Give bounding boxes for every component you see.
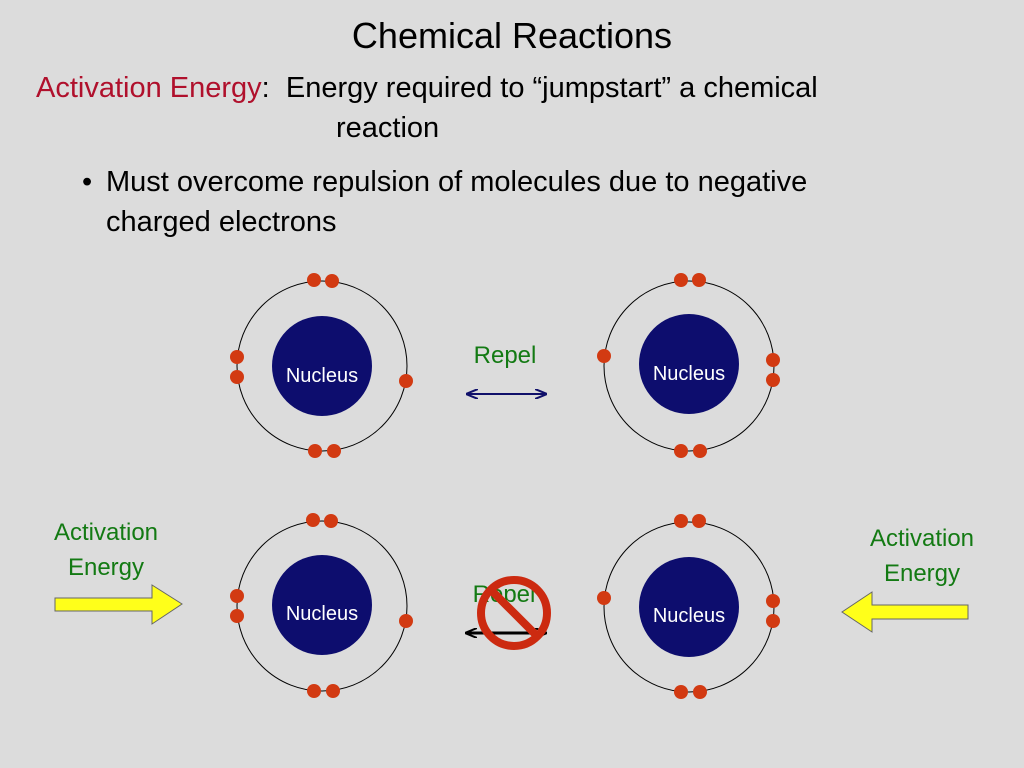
activation-energy-label-right-line-2: Energy (884, 560, 960, 587)
nucleus (639, 314, 739, 414)
electron (307, 273, 321, 287)
nucleus-label: Nucleus (286, 603, 358, 625)
term-separator: : (261, 72, 270, 104)
electron (230, 370, 244, 384)
electron-orbit (236, 520, 408, 692)
bullet-mark: • (82, 166, 93, 198)
electron (674, 444, 688, 458)
electron (597, 349, 611, 363)
electron (766, 373, 780, 387)
atom-bottom-left: Nucleus (230, 513, 413, 698)
atom-bottom-right: Nucleus (597, 514, 780, 699)
nucleus (272, 316, 372, 416)
repel-label: Repel (474, 342, 537, 369)
electron (693, 444, 707, 458)
bullet-item: • Must overcome repulsion of molecules du… (82, 162, 807, 202)
nucleus-label: Nucleus (653, 605, 725, 627)
electron (308, 444, 322, 458)
yellow-arrow-right-icon (54, 584, 183, 625)
electron (326, 684, 340, 698)
slide-title: Chemical Reactions (351, 15, 673, 56)
electron (327, 444, 341, 458)
prohibition-sign-icon (477, 576, 551, 650)
electron (399, 374, 413, 388)
electron (325, 274, 339, 288)
electron (674, 514, 688, 528)
definition-line-1: Activation Energy: Energy required to “j… (36, 68, 818, 108)
electron (674, 685, 688, 699)
nucleus-label: Nucleus (286, 365, 358, 387)
activation-energy-label-right-line-1: Activation (870, 525, 974, 552)
nucleus (639, 557, 739, 657)
electron (399, 614, 413, 628)
bullet-text-line-2: charged electrons (106, 206, 337, 238)
electron (230, 609, 244, 623)
definition-line-2: reaction (336, 112, 440, 144)
nucleus (272, 555, 372, 655)
electron (766, 614, 780, 628)
electron (306, 513, 320, 527)
electron (766, 353, 780, 367)
activation-energy-term: Activation Energy (36, 72, 262, 104)
electron (692, 273, 706, 287)
electron (230, 589, 244, 603)
electron (307, 684, 321, 698)
definition-text: Energy required to “jumpstart” a chemica… (285, 72, 818, 104)
electron (766, 594, 780, 608)
nucleus-label: Nucleus (653, 363, 725, 385)
yellow-arrow-left-icon (841, 591, 969, 633)
electron (230, 350, 244, 364)
electron (597, 591, 611, 605)
electron (693, 685, 707, 699)
atom-top-left: Nucleus (230, 273, 413, 458)
electron (692, 514, 706, 528)
electron (324, 514, 338, 528)
bullet-text-line-1: Must overcome repulsion of molecules due… (106, 166, 808, 198)
activation-energy-label-left-line-1: Activation (54, 519, 158, 546)
atom-top-right: Nucleus (597, 273, 780, 458)
electron (674, 273, 688, 287)
activation-energy-label-left-line-2: Energy (68, 554, 144, 581)
